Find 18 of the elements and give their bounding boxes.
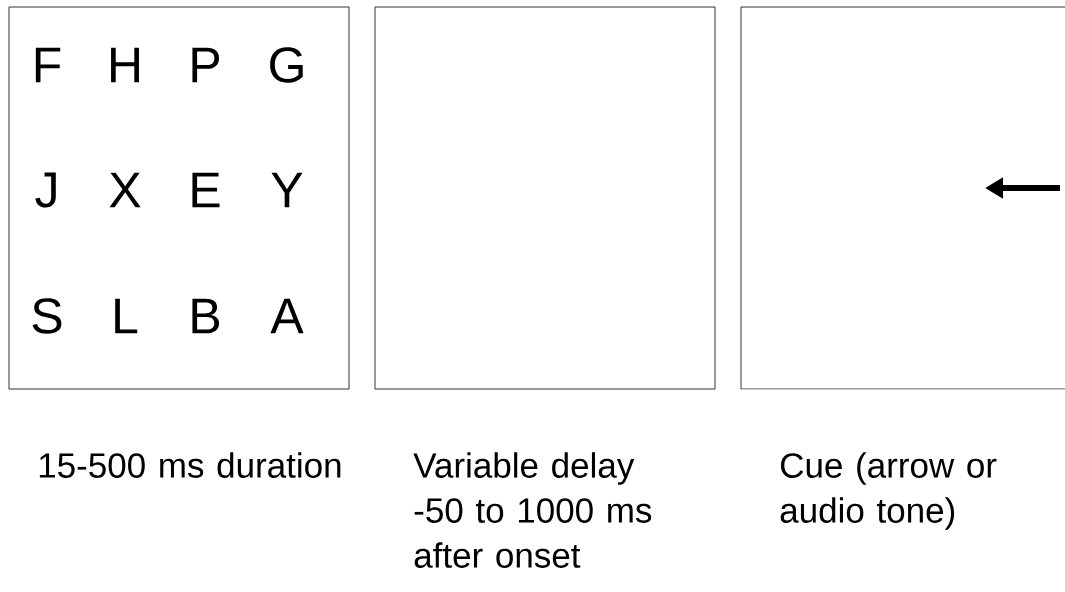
node-label: 15-500 ms duration [39,452,341,478]
letter-grid-panel [8,6,350,390]
letter: X [109,172,141,208]
blank-panel [740,6,1065,390]
letter: G [270,47,303,83]
letter: A [270,298,304,334]
letter: F [35,47,61,83]
letter: P [192,47,220,83]
letter: H [111,47,139,83]
blank-panel [374,6,716,390]
letter: E [192,172,220,208]
letter: L [115,298,138,334]
letter: S [32,298,62,334]
letter: Y [271,172,303,208]
letter: B [192,298,220,334]
letter: J [35,172,56,208]
node-label: Variable delay -50 to 1000 ms after onset [413,452,652,568]
node-label: Cue (arrow or audio tone) [780,452,997,530]
